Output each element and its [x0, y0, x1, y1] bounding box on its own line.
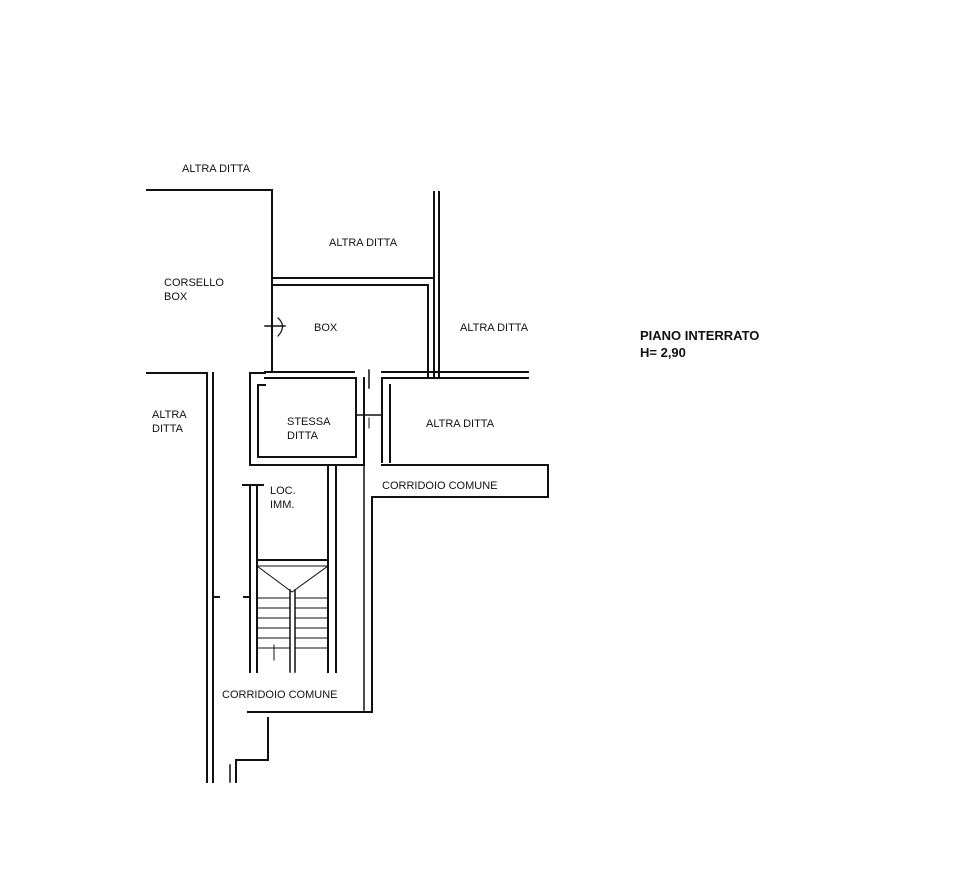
title-block: PIANO INTERRATO H= 2,90 [640, 328, 759, 360]
wall-corridor-upper [371, 464, 549, 711]
label-altra-ditta-upper: ALTRA DITTA [329, 237, 398, 249]
stairs [212, 565, 329, 673]
label-altra-ditta-right: ALTRA DITTA [460, 322, 529, 334]
plan-title: PIANO INTERRATO [640, 328, 759, 343]
label-loc-line2: IMM. [270, 499, 294, 511]
stair-v [256, 565, 329, 593]
label-altra-ditta-left-line2: DITTA [152, 423, 184, 435]
label-altra-ditta-top: ALTRA DITTA [182, 163, 251, 175]
wall-bottom-step [235, 717, 269, 783]
label-altra-ditta-left-line1: ALTRA [152, 409, 187, 421]
label-stessa-line1: STESSA [287, 416, 331, 428]
label-loc-line1: LOC. [270, 485, 296, 497]
label-box: BOX [314, 322, 338, 334]
wall-stessa-inner [257, 377, 357, 458]
wall-top-left [146, 189, 273, 373]
label-altra-ditta-mid: ALTRA DITTA [426, 418, 495, 430]
walls [146, 189, 549, 783]
room-labels: ALTRA DITTA ALTRA DITTA CORSELLO BOX BOX… [152, 163, 529, 701]
plan-height: H= 2,90 [640, 345, 686, 360]
box-door-swing [277, 317, 284, 337]
label-corridoio-upper: CORRIDOIO COMUNE [382, 480, 498, 492]
label-corsello-line2: BOX [164, 291, 188, 303]
label-corridoio-lower: CORRIDOIO COMUNE [222, 689, 338, 701]
label-corsello-line1: CORSELLO [164, 277, 224, 289]
label-stessa-line2: DITTA [287, 430, 319, 442]
